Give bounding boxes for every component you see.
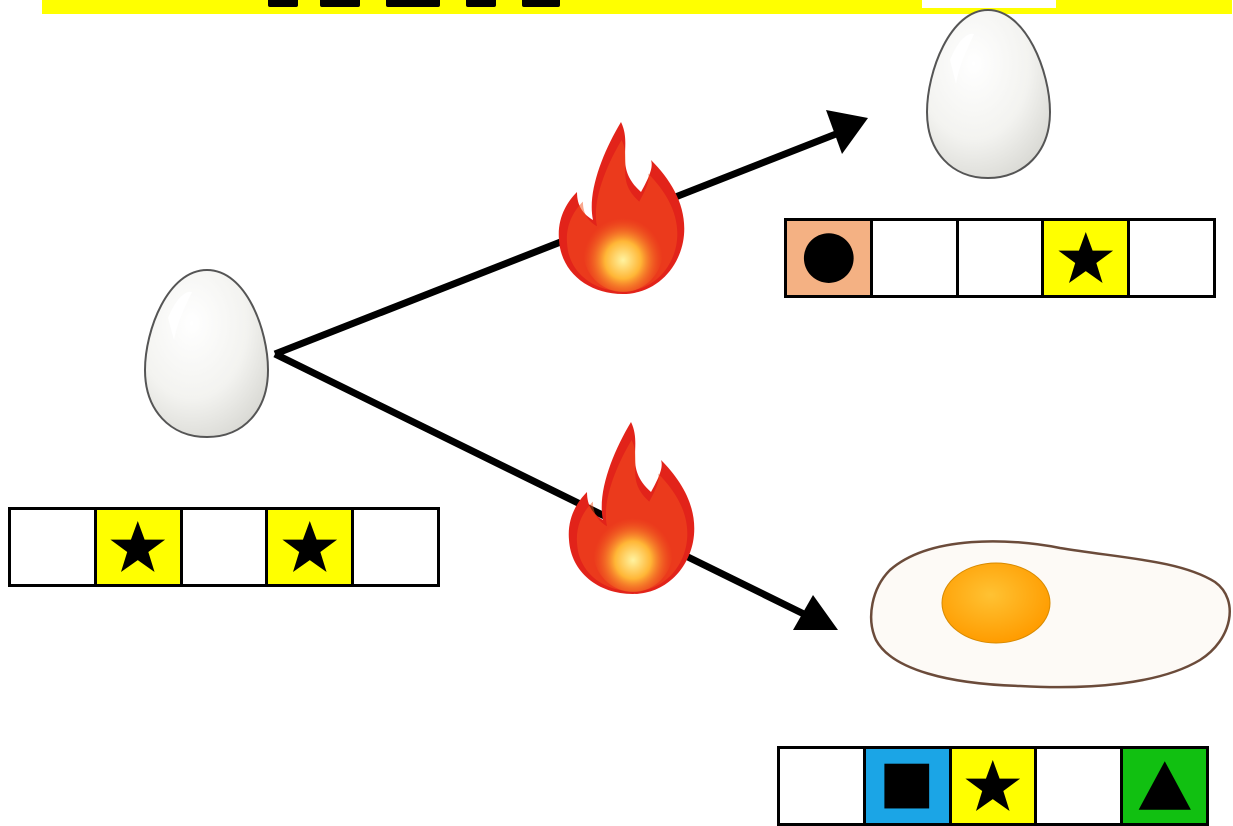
cell-white	[1130, 221, 1213, 295]
title-banner	[42, 0, 1232, 14]
cell-strip-start	[8, 507, 440, 587]
cell-white	[1037, 749, 1124, 823]
star-icon	[110, 520, 166, 572]
cell-yellow-star	[96, 510, 183, 584]
arrow-head-upper	[826, 110, 868, 154]
cell-salmon-circle	[787, 221, 873, 295]
cell-white	[182, 510, 269, 584]
triangle-icon	[1138, 761, 1191, 810]
cell-strip-lower-result	[777, 746, 1209, 826]
whole-egg-image	[925, 8, 1052, 180]
cell-blue-square	[865, 749, 952, 823]
cell-white	[780, 749, 866, 823]
fire-icon	[568, 422, 695, 594]
cell-white	[11, 510, 97, 584]
star-icon	[1058, 231, 1114, 283]
arrow-line-upper	[273, 130, 838, 358]
square-icon	[884, 763, 930, 809]
cropped-title-glyph	[386, 0, 440, 7]
cropped-title-glyph	[320, 0, 360, 7]
raw-egg-image	[143, 268, 270, 439]
cell-yellow-star	[951, 749, 1038, 823]
cell-white	[958, 221, 1045, 295]
cell-white	[872, 221, 959, 295]
cropped-title-glyph	[268, 0, 298, 7]
circle-icon	[803, 233, 854, 283]
fried-egg-image	[869, 540, 1231, 689]
banner-gap	[922, 0, 1056, 8]
arrow-head-lower	[793, 595, 838, 630]
cell-strip-upper-result	[784, 218, 1216, 298]
fire-icon	[558, 122, 685, 294]
star-icon	[965, 759, 1021, 811]
cell-green-triangle	[1123, 749, 1206, 823]
cell-yellow-star	[268, 510, 355, 584]
star-icon	[282, 520, 338, 572]
cropped-title-glyph	[466, 0, 496, 7]
cell-white	[354, 510, 437, 584]
cropped-title-glyph	[522, 0, 560, 7]
cell-yellow-star	[1044, 221, 1131, 295]
arrow-line-lower	[273, 350, 814, 622]
